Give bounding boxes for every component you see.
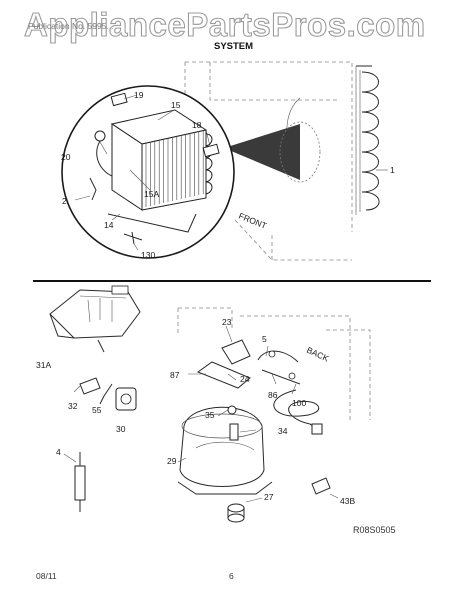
callout-35: 35: [205, 410, 215, 420]
callout-34: 34: [278, 426, 288, 436]
callout-43b: 43B: [340, 496, 355, 506]
relay-clip: [73, 377, 101, 395]
callout-1: 1: [390, 165, 395, 175]
rear-condenser-coil: [355, 65, 380, 215]
callout-32: 32: [68, 401, 78, 411]
callout-130: 130: [141, 250, 155, 260]
mounting-clip: [311, 477, 339, 499]
machine-compartment-outline: [177, 307, 371, 420]
callout-27: 27: [264, 492, 274, 502]
section-title: SYSTEM: [214, 41, 254, 52]
sensor-bulb-icon: [94, 130, 106, 142]
filter-drier: [63, 452, 86, 512]
callout-31a: 31A: [36, 360, 51, 370]
insulation-pad-19: [110, 92, 128, 107]
wiring-harness: [257, 345, 301, 385]
callout-30: 30: [116, 424, 126, 434]
callout-86: 86: [268, 390, 278, 400]
section-divider: [33, 280, 431, 282]
callout-15: 15: [171, 100, 181, 110]
power-cord: [273, 383, 323, 435]
callout-23: 23: [222, 317, 232, 327]
condenser-tube-bend: [205, 169, 213, 183]
magnified-view-circle: [61, 85, 235, 259]
callout-5: 5: [262, 334, 267, 344]
drain-pan: [49, 285, 141, 353]
back-label: BACK: [305, 345, 331, 364]
callout-24: 24: [240, 374, 250, 384]
grommet: [227, 497, 263, 523]
condenser-fin-block: [110, 109, 213, 211]
callout-20: 20: [61, 152, 71, 162]
callout-55: 55: [92, 405, 102, 415]
condenser-tube-bend: [205, 133, 213, 147]
callout-87: 87: [170, 370, 180, 380]
callout-29: 29: [167, 456, 177, 466]
callout-19: 19: [134, 90, 144, 100]
overload-protector: [99, 383, 137, 411]
callout-100: 100: [292, 398, 306, 408]
footer-page-number: 6: [229, 571, 234, 581]
condenser-tube-bend: [205, 181, 213, 195]
callout-2: 2: [62, 196, 67, 206]
watermark-logo: AppliancePartsPros.com: [23, 5, 426, 43]
publication-header: Publication No. 5995...: [28, 21, 114, 31]
zoom-wedge: [224, 121, 321, 183]
callout-4: 4: [56, 447, 61, 457]
callout-15a: 15A: [144, 189, 159, 199]
callout-18: 18: [192, 120, 202, 130]
condenser-tube-bend: [205, 157, 213, 171]
footer-date: 08/11: [36, 571, 57, 581]
bracket-assembly: [188, 325, 251, 389]
drawing-code: R08S0505: [353, 525, 396, 535]
insulation-pad-18: [202, 143, 220, 158]
callout-14: 14: [104, 220, 114, 230]
compressor: [177, 405, 273, 495]
